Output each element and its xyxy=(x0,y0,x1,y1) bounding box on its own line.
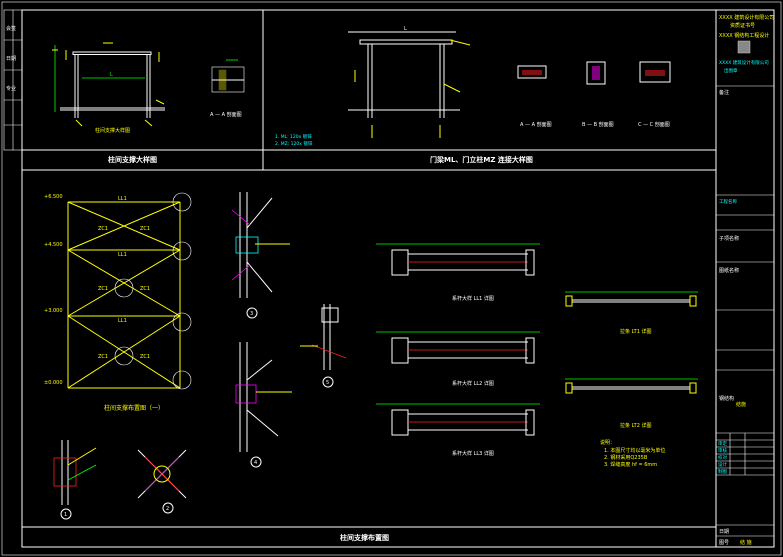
sidebar-label-2: 日期 xyxy=(6,56,16,62)
title-block: XXXX 建筑设计有限公司 资质证书号 XXXX 钢结构工程设计 XXXX 建筑… xyxy=(715,10,774,547)
title-row-2: 工程名称 xyxy=(719,198,737,205)
rod-caption-1: 拉条 LT1 详图 xyxy=(620,328,652,335)
detail-number-3: 3 xyxy=(250,311,253,317)
rod-details: 拉条 LT1 详图 拉条 LT2 详图 说明： 1. 本图尺寸均以毫米为单位 2… xyxy=(565,291,698,468)
detail-1: 1 xyxy=(53,440,97,520)
detail-number-4: 4 xyxy=(254,460,257,466)
notes-title: 说明： xyxy=(600,439,615,446)
title-header-3: XXXX 钢结构工程设计 xyxy=(719,32,769,39)
table-row-3: 校对 xyxy=(718,454,727,461)
title-row-4: 图纸名称 xyxy=(719,267,739,274)
level-label-1: +6.500 xyxy=(44,194,63,200)
footer-value: 结 施 xyxy=(740,539,752,546)
bracing-left-caption: 柱间支撑布置图（一） xyxy=(104,404,164,412)
section-c-label: C — C 剖面图 xyxy=(638,121,670,128)
beam-label-1: LL1 xyxy=(118,196,127,202)
dim-label-left: L xyxy=(110,72,113,78)
member-caption-1: 系杆大样 LL1 详图 xyxy=(452,295,494,302)
bracing-label-3: ZC1 xyxy=(98,286,108,292)
detail-4: 4 xyxy=(235,342,292,468)
footer-2: 图号 xyxy=(719,540,729,546)
detail-number-1: 1 xyxy=(64,512,67,518)
note-line-1: 1. 本图尺寸均以毫米为单位 xyxy=(604,447,665,454)
note-line-3: 3. 焊缝高度 hf = 6mm xyxy=(604,461,657,468)
member-caption-3: 系杆大样 LL3 详图 xyxy=(452,450,494,457)
title-row-3: 子项名称 xyxy=(719,235,739,242)
detail-2: 2 xyxy=(137,449,187,514)
bracing-label-1: ZC1 xyxy=(98,226,108,232)
bracing-elevation: +6.500 +4.500 +3.000 ±0.000 LL1 LL1 LL1 … xyxy=(44,192,192,412)
bracing-caption-label: 柱间支撑大样图 xyxy=(95,127,130,134)
section-a-label: A — A 剖面图 xyxy=(520,121,552,128)
sidebar-label-3: 专业 xyxy=(6,85,16,92)
stamp-box xyxy=(737,40,751,54)
stamp-text: 出图章 xyxy=(724,67,738,74)
bracing-label-2: ZC1 xyxy=(140,226,150,232)
title-row-1: 备注 xyxy=(719,89,729,96)
beam-label-3: LL1 xyxy=(118,318,127,324)
caption-top-right: 门梁ML、门立柱MZ 连接大样图 xyxy=(430,155,533,164)
dim-label-right: L xyxy=(404,26,407,32)
table-row-2: 审核 xyxy=(718,447,727,454)
bracing-label-4: ZC1 xyxy=(140,286,150,292)
member-details: 系杆大样 LL1 详图 系杆大样 LL2 详图 系杆大样 LL3 详图 xyxy=(376,243,540,457)
caption-top-left: 柱间支撑大样图 xyxy=(108,155,157,164)
section-label-left: A — A 剖面图 xyxy=(210,111,242,118)
note-1: 1. ML: 120x 镀锌 xyxy=(275,133,312,140)
table-row-1: 审定 xyxy=(718,440,727,447)
level-label-2: +4.500 xyxy=(44,242,63,248)
bracing-label-6: ZC1 xyxy=(140,354,150,360)
member-caption-2: 系杆大样 LL2 详图 xyxy=(452,380,494,387)
title-header-2: 资质证书号 xyxy=(730,22,755,29)
title-header-4: XXXX 建筑设计有限公司 xyxy=(719,59,769,66)
note-2: 2. MZ: 120x 镀锌 xyxy=(275,140,313,147)
bracing-label-5: ZC1 xyxy=(98,354,108,360)
detail-5: 5 xyxy=(300,304,347,388)
detail-number-5: 5 xyxy=(326,380,329,386)
sheet-border-inner xyxy=(21,9,775,548)
portal-frame-detail: L A — A 剖面图 柱间支撑大样图 xyxy=(52,42,245,134)
detail-3: 3 xyxy=(231,192,290,319)
note-line-2: 2. 钢材采用Q235B xyxy=(604,454,648,461)
left-sidebar: 会签 日期 专业 xyxy=(3,9,23,151)
door-frame-detail: L 1. ML: 120x 镀锌 2. MZ: 120x 镀锌 A — A 剖面… xyxy=(275,26,671,147)
drawing-label: 结施 xyxy=(736,401,746,408)
footer-1: 日期 xyxy=(719,529,729,535)
detail-number-2: 2 xyxy=(166,506,169,512)
sidebar-label-1: 会签 xyxy=(6,25,16,32)
rod-caption-2: 拉条 LT2 详图 xyxy=(620,422,652,429)
title-header-1: XXXX 建筑设计有限公司 xyxy=(719,14,774,21)
table-row-4: 设计 xyxy=(718,461,727,468)
table-row-5: 制图 xyxy=(718,468,727,475)
sheet-name: 钢结构 xyxy=(719,395,734,402)
beam-label-2: LL1 xyxy=(118,252,127,258)
section-b-label: B — B 剖面图 xyxy=(582,121,614,128)
level-label-3: +3.000 xyxy=(44,308,63,314)
level-label-4: ±0.000 xyxy=(44,380,63,386)
caption-bottom: 柱间支撑布置图 xyxy=(340,533,389,542)
